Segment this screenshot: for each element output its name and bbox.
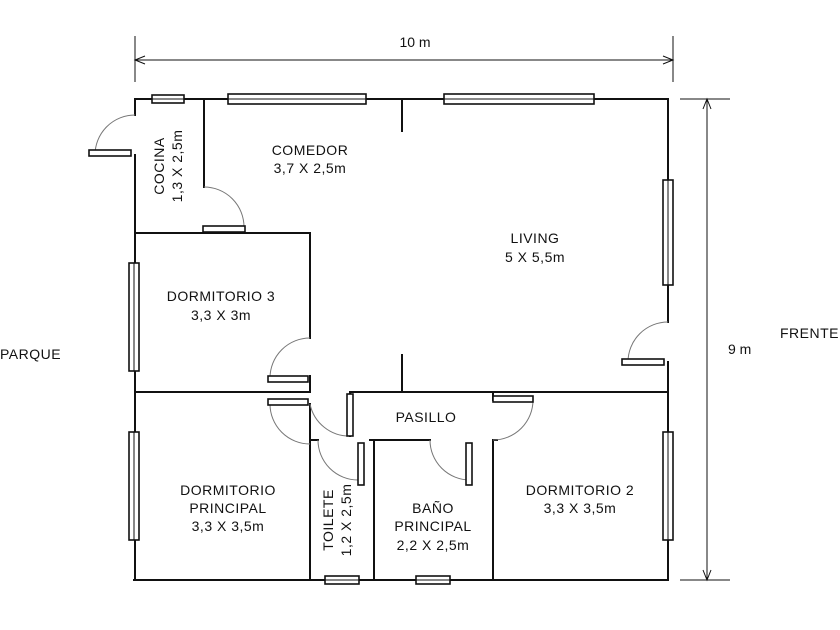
room-dormitorio-3: DORMITORIO 3 3,3 X 3m — [167, 288, 275, 323]
bano-line1: BAÑO — [412, 500, 454, 516]
living-door-swing — [627, 321, 669, 363]
parque-label: PARQUE — [0, 346, 61, 362]
room-dormitorio-2: DORMITORIO 2 3,3 X 3,5m — [526, 482, 634, 516]
toilete-size: 1,2 X 2,5m — [338, 484, 354, 557]
dorm-principal-door-leaf — [267, 398, 309, 406]
room-dormitorio-principal: DORMITORIO PRINCIPAL 3,3 X 3,5m — [180, 482, 276, 534]
room-living: LIVING 5 X 5,5m — [505, 230, 565, 265]
bano-line2: PRINCIPAL — [394, 518, 471, 534]
cocina-door-leaf — [88, 149, 132, 157]
door-leaves — [88, 149, 665, 486]
bano-door-leaf — [465, 442, 473, 486]
living-size: 5 X 5,5m — [505, 249, 565, 265]
dorm2-door-swing — [492, 399, 534, 441]
pasillo-door-swing — [309, 403, 351, 437]
dorm2-name: DORMITORIO 2 — [526, 482, 634, 498]
dorm3-name: DORMITORIO 3 — [167, 288, 275, 304]
dorm2-size: 3,3 X 3,5m — [544, 500, 617, 516]
width-dimension: 10 m — [133, 34, 675, 82]
room-pasillo: PASILLO — [396, 409, 457, 425]
cocina-interior-door-leaf — [202, 225, 246, 233]
cocina-interior-door-swing — [203, 186, 245, 228]
height-dimension-label: 9 m — [728, 341, 751, 357]
cocina-size: 1,3 X 2,5m — [169, 130, 185, 203]
room-bano-principal: BAÑO PRINCIPAL 2,2 X 2,5m — [394, 500, 471, 553]
room-cocina: COCINA 1,3 X 2,5m — [151, 130, 185, 203]
windows — [128, 93, 674, 585]
frente-label: FRENTE — [780, 325, 839, 341]
toilete-door-swing — [317, 439, 359, 481]
dorm3-size: 3,3 X 3m — [191, 307, 251, 323]
dorm2-door-leaf — [492, 395, 534, 403]
width-dimension-label: 10 m — [399, 34, 430, 50]
living-name: LIVING — [511, 230, 560, 246]
toilete-door-leaf — [357, 442, 365, 486]
door-swings — [94, 114, 669, 481]
room-comedor: COMEDOR 3,7 X 2,5m — [272, 142, 349, 176]
height-dimension: 9 m — [680, 97, 751, 582]
comedor-size: 3,7 X 2,5m — [274, 160, 347, 176]
cocina-door-swing — [94, 114, 136, 156]
dorm3-door-swing — [269, 337, 311, 379]
pasillo-door-leaf — [346, 393, 354, 437]
bano-door-swing — [429, 439, 471, 481]
dorm3-door-leaf — [267, 375, 309, 383]
living-door-leaf — [621, 358, 665, 366]
dormp-line1: DORMITORIO — [180, 482, 276, 498]
dorm-principal-door-swing — [269, 403, 311, 445]
cocina-name: COCINA — [151, 137, 167, 195]
room-toilete: TOILETE 1,2 X 2,5m — [320, 484, 354, 557]
comedor-name: COMEDOR — [272, 142, 349, 158]
bano-size: 2,2 X 2,5m — [397, 537, 470, 553]
dormp-line2: PRINCIPAL — [189, 500, 266, 516]
toilete-name: TOILETE — [320, 489, 336, 551]
dormp-size: 3,3 X 3,5m — [192, 518, 265, 534]
pasillo-name: PASILLO — [396, 409, 457, 425]
